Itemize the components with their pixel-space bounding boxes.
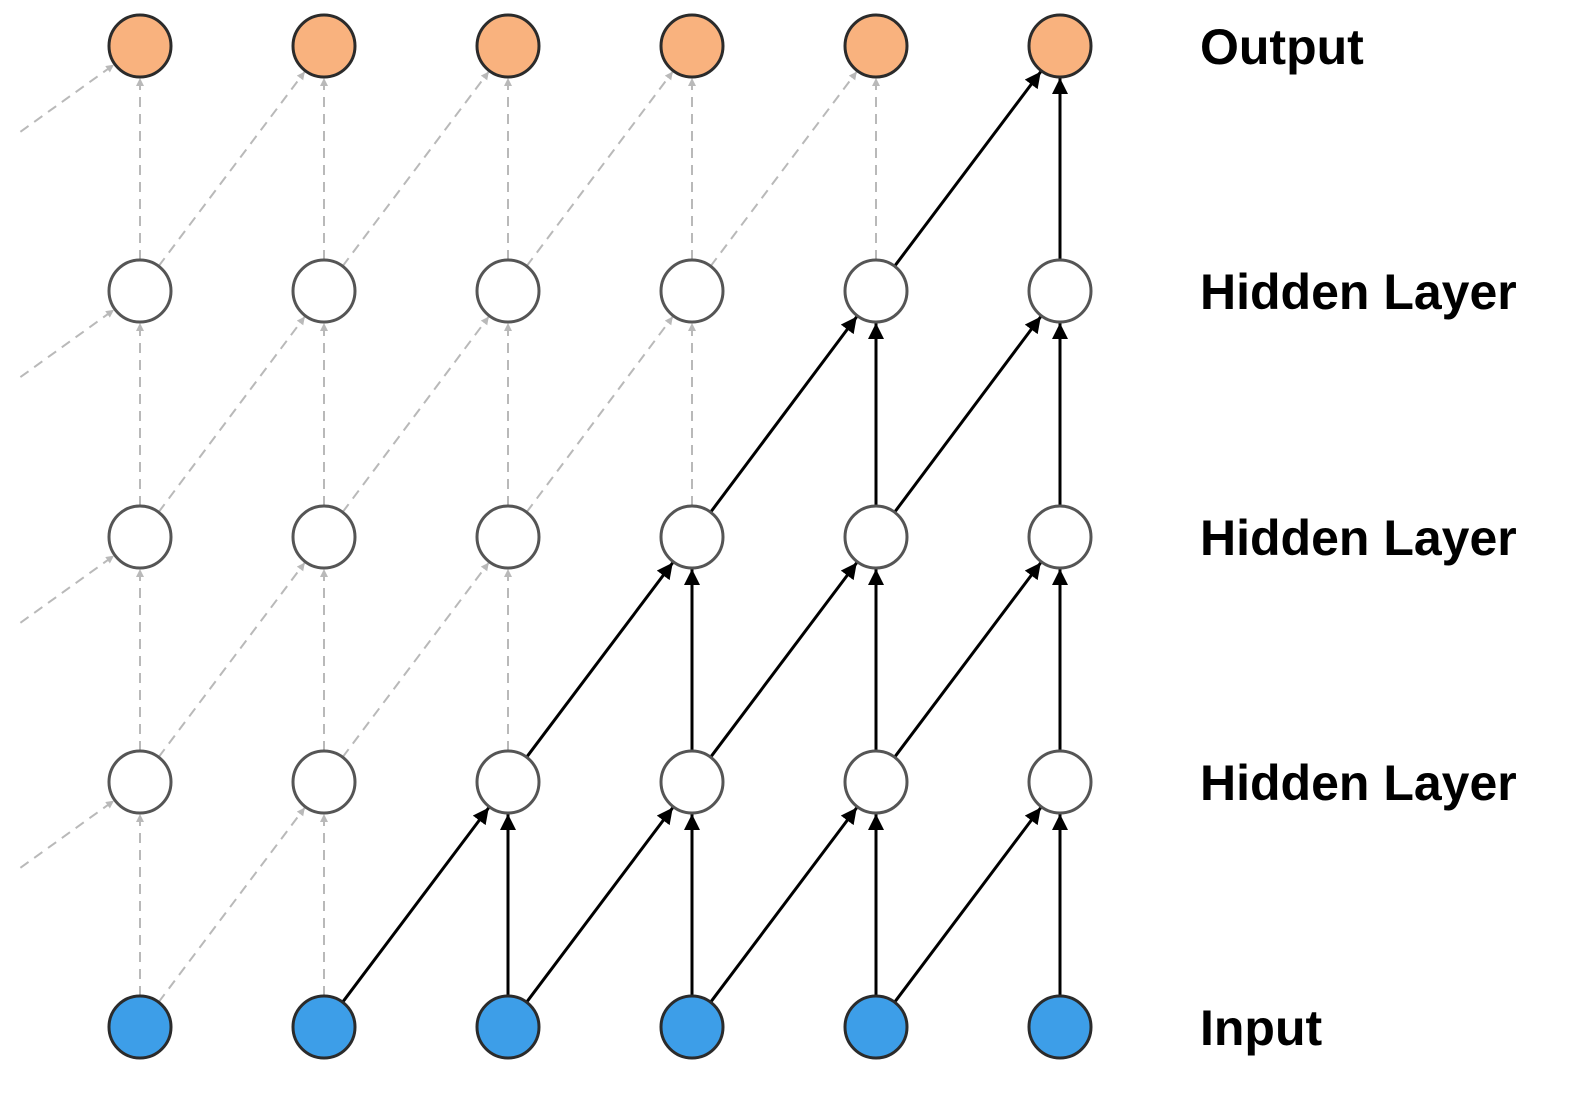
hidden-layer-label: Hidden Layer	[1200, 264, 1517, 320]
diagonal-connection	[341, 316, 490, 513]
hidden-node	[107, 749, 173, 815]
diagonal-connection	[893, 806, 1042, 1004]
input-node	[291, 994, 357, 1060]
hidden-layer-label: Hidden Layer	[1200, 510, 1517, 566]
hidden-node	[1027, 749, 1093, 815]
output-node	[1027, 13, 1093, 79]
hidden-node	[659, 258, 725, 324]
diagonal-connection	[157, 316, 306, 513]
diagonal-connection	[893, 561, 1042, 759]
diagonal-connection	[893, 315, 1043, 514]
active-connections	[341, 70, 1068, 1004]
hidden-node	[475, 749, 541, 815]
diagonal-connection	[341, 561, 490, 758]
hidden-node	[291, 749, 357, 815]
hidden-node	[843, 504, 909, 570]
output-node	[475, 13, 541, 79]
hidden-node	[1027, 504, 1093, 570]
diagonal-connection	[525, 70, 674, 267]
diagonal-connection	[525, 316, 674, 513]
diagonal-connection	[341, 806, 490, 1004]
inactive-connections	[19, 63, 880, 1003]
hidden-layer-label: Hidden Layer	[1200, 755, 1517, 811]
diagonal-connection	[525, 806, 674, 1004]
hidden-node	[475, 258, 541, 324]
hidden-node	[107, 258, 173, 324]
offscreen-connection	[19, 63, 115, 133]
offscreen-connection	[19, 554, 115, 624]
output-node	[843, 13, 909, 79]
input-node	[1027, 994, 1093, 1060]
input-layer-label: Input	[1200, 1000, 1323, 1056]
hidden-node	[659, 504, 725, 570]
hidden-node	[291, 258, 357, 324]
output-node	[659, 13, 725, 79]
output-layer-label: Output	[1200, 19, 1364, 75]
diagonal-connection	[709, 561, 858, 759]
diagonal-connection	[893, 70, 1042, 268]
diagonal-connection	[709, 70, 858, 267]
offscreen-connection	[19, 799, 115, 869]
input-node	[107, 994, 173, 1060]
hidden-node	[843, 749, 909, 815]
input-node	[843, 994, 909, 1060]
input-node	[475, 994, 541, 1060]
hidden-node	[475, 504, 541, 570]
hidden-node	[107, 504, 173, 570]
hidden-node	[843, 258, 909, 324]
diagonal-connection	[157, 70, 306, 267]
output-node	[107, 13, 173, 79]
nodes	[107, 13, 1093, 1060]
diagonal-connection	[525, 561, 674, 759]
diagonal-connection	[341, 70, 490, 267]
diagonal-connection	[157, 561, 306, 758]
hidden-node	[291, 504, 357, 570]
diagonal-connection	[157, 806, 306, 1003]
diagonal-connection	[709, 315, 859, 514]
output-node	[291, 13, 357, 79]
hidden-node	[1027, 258, 1093, 324]
offscreen-connection	[19, 308, 115, 378]
input-node	[659, 994, 725, 1060]
hidden-node	[659, 749, 725, 815]
diagonal-connection	[709, 806, 858, 1004]
